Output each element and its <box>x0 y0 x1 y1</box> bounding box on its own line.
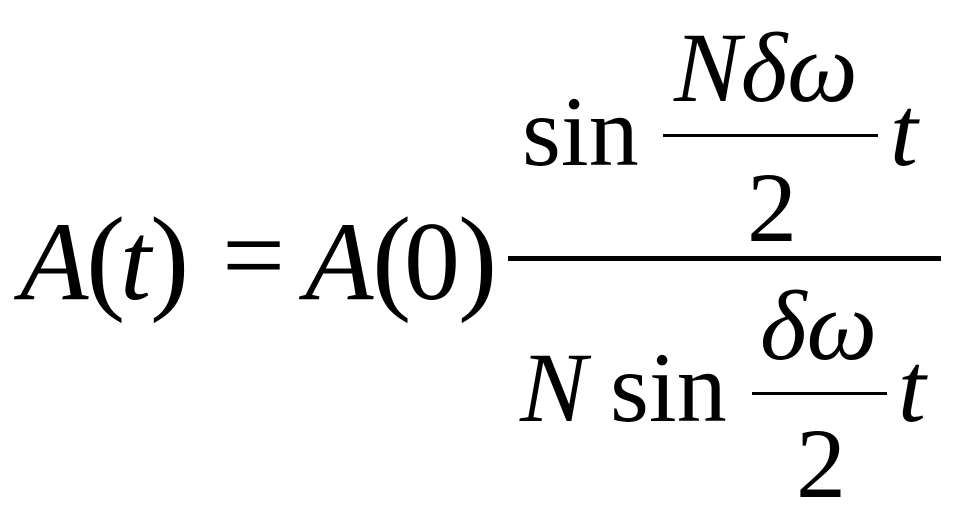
equals-sign: = <box>222 194 286 318</box>
lhs-open-paren: ( <box>86 193 126 324</box>
rhs-close-paren: ) <box>458 193 498 324</box>
denominator-inner-fraction-bar <box>752 392 887 395</box>
rhs-open-paren: ( <box>372 193 412 324</box>
main-fraction-bar <box>508 256 941 261</box>
numerator-variable: t <box>890 76 918 187</box>
denominator-inner-numerator: δω <box>760 270 878 381</box>
denominator-variable: t <box>898 332 926 443</box>
rhs-symbol: A <box>305 200 374 324</box>
numerator-inner-fraction-bar <box>663 134 878 137</box>
denominator-inner-denominator: 2 <box>796 408 846 519</box>
lhs-close-paren: ) <box>150 193 190 324</box>
lhs-symbol: A <box>20 200 89 324</box>
numerator-inner-denominator: 2 <box>747 152 797 263</box>
numerator-inner-numerator: Nδω <box>674 12 858 123</box>
denominator-coefficient: N <box>520 332 587 443</box>
rhs-arg: 0 <box>404 200 460 324</box>
numerator-sin: sin <box>522 76 639 187</box>
lhs-arg: t <box>120 200 152 324</box>
denominator-sin: sin <box>610 332 727 443</box>
